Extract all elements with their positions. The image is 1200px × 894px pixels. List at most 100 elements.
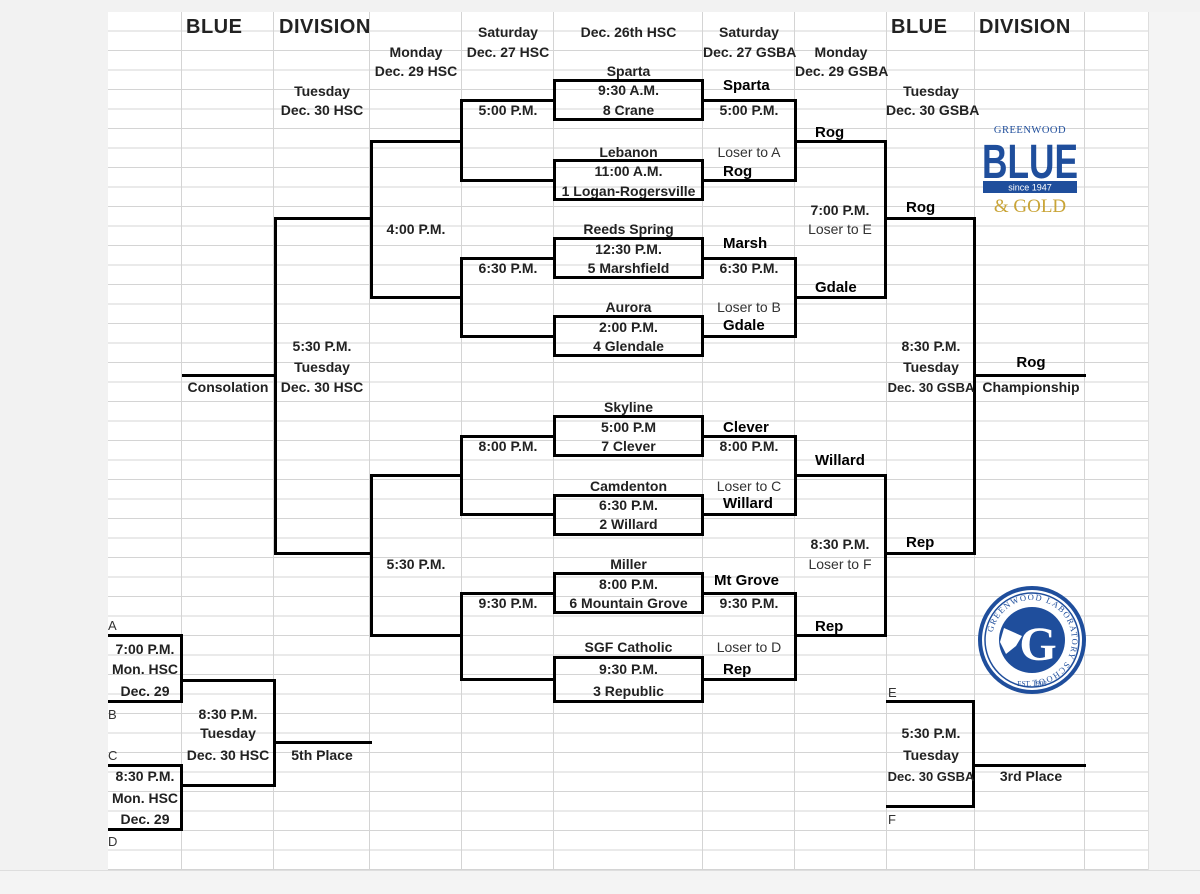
fifth-letter-a: A: [108, 618, 117, 633]
sf-1-time: 7:00 P.M.: [810, 202, 870, 218]
game-8-top-team: SGF Catholic: [584, 639, 673, 655]
championship-label: Championship: [982, 379, 1080, 395]
game-7-top-team: Miller: [610, 556, 647, 572]
header-blue-right: BLUE: [891, 16, 948, 38]
game-6-time: 6:30 P.M.: [599, 497, 658, 513]
school-seal: GREENWOOD LABORATORY SCHOOL EST. 1908 G: [976, 584, 1088, 696]
cons-final-day: Tuesday: [294, 359, 350, 375]
championship-time: 8:30 P.M.: [901, 338, 961, 354]
header-division-left: DIVISION: [279, 16, 371, 38]
cons-final-time: 5:30 P.M.: [292, 338, 352, 354]
header-sat-left-1: Saturday: [478, 24, 538, 40]
header-mon-left-2: Dec. 29 HSC: [374, 63, 458, 79]
third-final-date: Dec. 30 GSBA: [887, 769, 975, 784]
fifth-g2-date: Dec. 29: [120, 811, 170, 827]
qf-4-loser: Loser to D: [716, 639, 782, 655]
logo-greenwood-text: GREENWOOD: [994, 125, 1066, 136]
third-letter-e: E: [888, 685, 897, 700]
cons-qf-4-time: 9:30 P.M.: [478, 595, 538, 611]
champion: Rog: [1016, 354, 1046, 371]
logo-gold-text: & GOLD: [994, 196, 1066, 216]
header-blue-left: BLUE: [186, 16, 243, 38]
fifth-place-label: 5th Place: [291, 747, 353, 763]
winner-game-3: Marsh: [723, 235, 768, 252]
game-6-bottom-team: 2 Willard: [599, 516, 658, 532]
game-3-top-team: Reeds Spring: [583, 221, 674, 237]
consolation-label: Consolation: [187, 379, 269, 395]
fifth-letter-d: D: [108, 834, 118, 849]
fifth-g1-day: Mon. HSC: [111, 661, 179, 677]
fifth-final-time: 8:30 P.M.: [198, 706, 258, 722]
sf-2-loser: Loser to F: [808, 556, 872, 572]
game-5-top-team: Skyline: [603, 399, 654, 415]
game-3-bottom-team: 5 Marshfield: [587, 260, 670, 276]
game-1-bottom-team: 8 Crane: [602, 102, 655, 118]
qf-winner-2: Gdale: [815, 279, 857, 296]
game-1-top-team: Sparta: [606, 63, 651, 79]
fifth-g1-date: Dec. 29: [120, 683, 170, 699]
sf-winner-1: Rog: [906, 199, 936, 216]
fifth-g2-day: Mon. HSC: [111, 790, 179, 806]
header-sat-right-2: Dec. 27 GSBA: [703, 44, 797, 60]
fifth-g2-time: 8:30 P.M.: [115, 768, 175, 784]
third-final-time: 5:30 P.M.: [901, 725, 961, 741]
third-letter-f: F: [888, 812, 896, 827]
fifth-letter-c: C: [108, 748, 118, 763]
winner-game-8: Rep: [723, 661, 752, 678]
winner-game-4: Gdale: [723, 317, 765, 334]
qf-2-time: 6:30 P.M.: [719, 260, 779, 276]
status-bar: [0, 870, 1200, 894]
qf-2-loser: Loser to B: [717, 299, 781, 315]
game-2-top-team: Lebanon: [599, 144, 658, 160]
logo-blue-text: BLUE: [982, 136, 1078, 189]
side-panel: [1148, 12, 1200, 870]
sf-2-time: 8:30 P.M.: [810, 536, 870, 552]
game-2-time: 11:00 A.M.: [594, 163, 663, 179]
game-5-time: 5:00 P.M: [601, 419, 656, 435]
qf-winner-1: Rog: [815, 124, 845, 141]
game-8-time: 9:30 P.M.: [599, 661, 658, 677]
championship-date: Dec. 30 GSBA: [887, 380, 975, 395]
sf-1-loser: Loser to E: [808, 221, 872, 237]
header-tue-left-1: Tuesday: [294, 83, 350, 99]
game-3-time: 12:30 P.M.: [595, 241, 662, 257]
qf-winner-4: Rep: [815, 618, 844, 635]
header-division-right: DIVISION: [979, 16, 1071, 38]
fifth-final-date: Dec. 30 HSC: [186, 747, 270, 763]
cons-sf-2-time: 5:30 P.M.: [386, 556, 446, 572]
header-mon-right-2: Dec. 29 GSBA: [795, 63, 889, 79]
cons-sf-1-time: 4:00 P.M.: [386, 221, 446, 237]
cons-qf-2-time: 6:30 P.M.: [478, 260, 538, 276]
fifth-letter-b: B: [108, 707, 117, 722]
qf-3-loser: Loser to C: [716, 478, 782, 494]
header-first-round: Dec. 26th HSC: [580, 24, 677, 40]
header-mon-right-1: Monday: [814, 44, 868, 60]
game-4-bottom-team: 4 Glendale: [593, 338, 664, 354]
qf-4-time: 9:30 P.M.: [719, 595, 779, 611]
seal-est-text: EST. 1908: [1017, 680, 1047, 688]
winner-game-1: Sparta: [723, 77, 770, 94]
cons-qf-1-time: 5:00 P.M.: [478, 102, 538, 118]
qf-winner-3: Willard: [815, 452, 865, 469]
header-tue-left-2: Dec. 30 HSC: [280, 102, 364, 118]
seal-bird-icon: [1000, 628, 1022, 654]
blue-gold-logo: GREENWOOD BLUE since 1947 & GOLD: [980, 122, 1080, 217]
third-final-day: Tuesday: [903, 747, 959, 763]
game-4-time: 2:00 P.M.: [599, 319, 658, 335]
header-tue-right-1: Tuesday: [903, 83, 959, 99]
third-place-label: 3rd Place: [999, 768, 1063, 784]
header-sat-left-2: Dec. 27 HSC: [466, 44, 550, 60]
game-8-bottom-team: 3 Republic: [593, 683, 664, 699]
qf-1-loser: Loser to A: [717, 144, 781, 160]
logo-since-text: since 1947: [1008, 183, 1052, 193]
header-mon-left-1: Monday: [389, 44, 443, 60]
winner-game-5: Clever: [723, 419, 769, 436]
cons-qf-3-time: 8:00 P.M.: [478, 438, 538, 454]
game-7-time: 8:00 P.M.: [599, 576, 658, 592]
game-7-bottom-team: 6 Mountain Grove: [569, 595, 688, 611]
winner-game-7: Mt Grove: [714, 572, 780, 589]
game-5-bottom-team: 7 Clever: [601, 438, 656, 454]
qf-3-time: 8:00 P.M.: [719, 438, 779, 454]
qf-1-time: 5:00 P.M.: [719, 102, 779, 118]
